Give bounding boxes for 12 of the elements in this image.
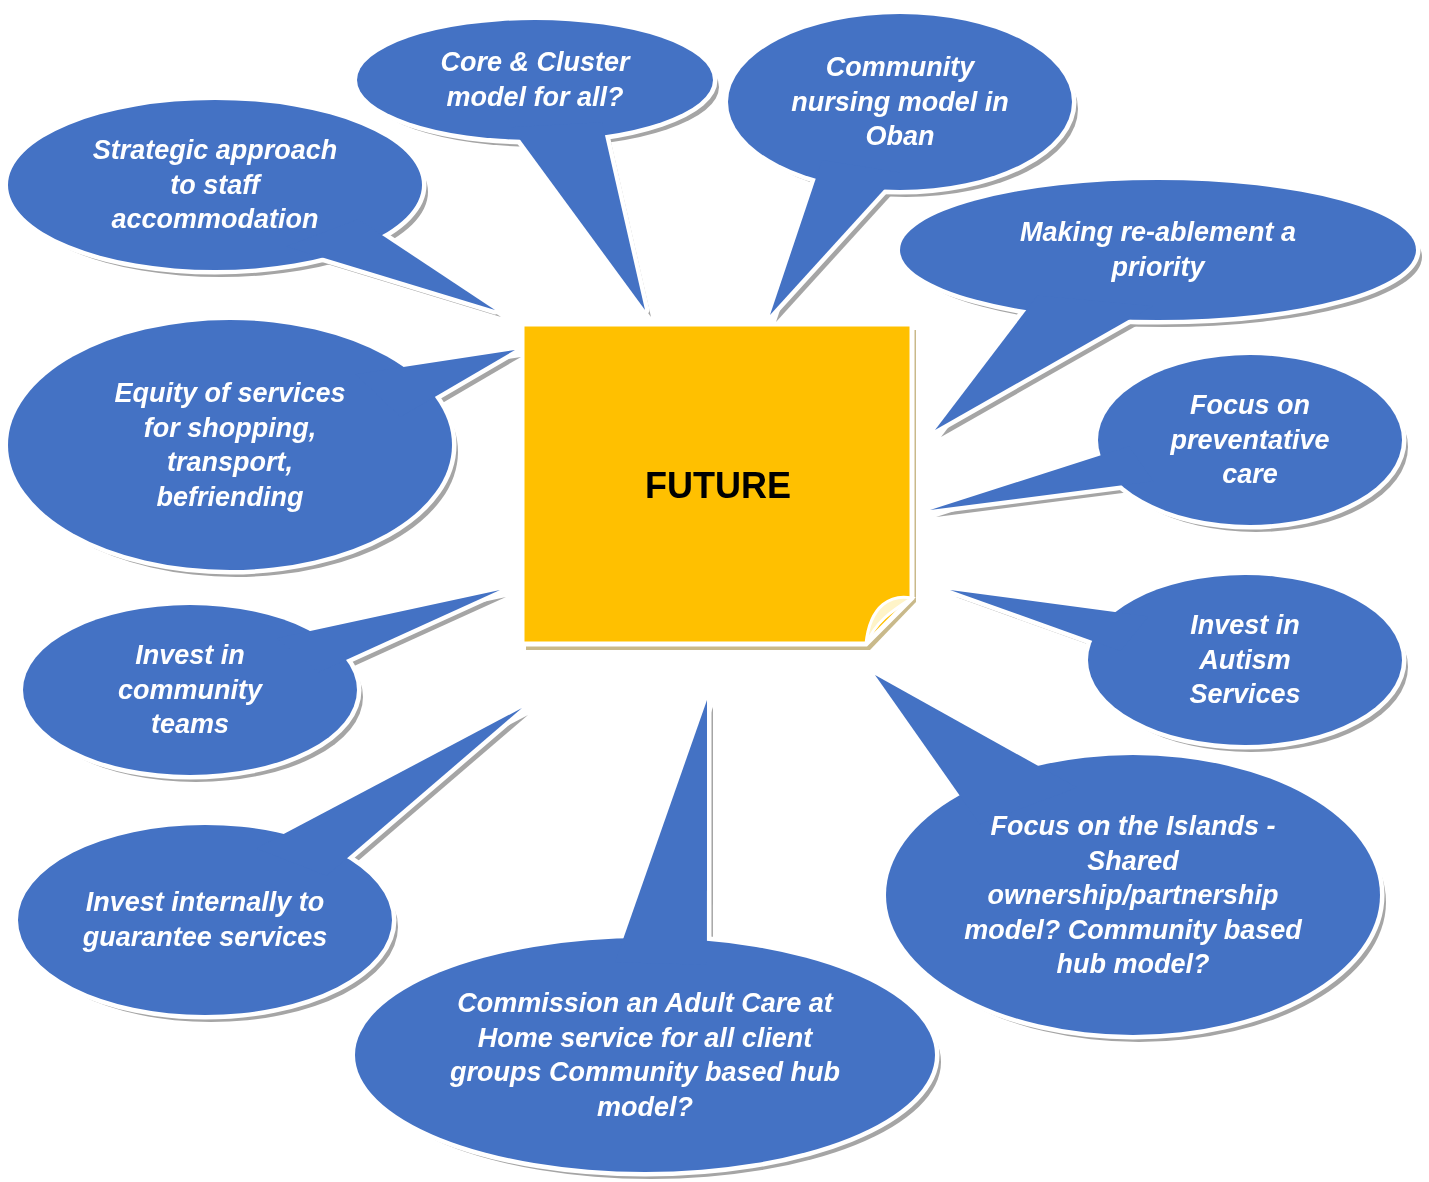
bubble-text: Focus on the Islands - Shared ownership/partnership model? Community based hub model? [963, 809, 1303, 981]
center-title: FUTURE [645, 465, 791, 507]
bubble-text: Strategic approach to staff accommodation [91, 134, 339, 237]
bubble-text: Core & Cluster model for all? [439, 46, 632, 114]
bubble-text: Commission an Adult Care at Home service for all client groups Community based hub model? [449, 986, 841, 1124]
bubble-text: Focus on preventative care [1169, 389, 1331, 492]
bubble-text: Community nursing model in Oban [790, 51, 1010, 154]
bubble-text: Invest in Autism Services [1188, 609, 1302, 712]
bubble-text: Equity of services for shopping, transport, befriending [113, 376, 347, 514]
bubble-text: Invest in community teams [117, 639, 264, 742]
bubble-text: Invest internally to guarantee services [81, 886, 329, 954]
bubble-text: Making re-ablement a priority [1018, 216, 1298, 284]
